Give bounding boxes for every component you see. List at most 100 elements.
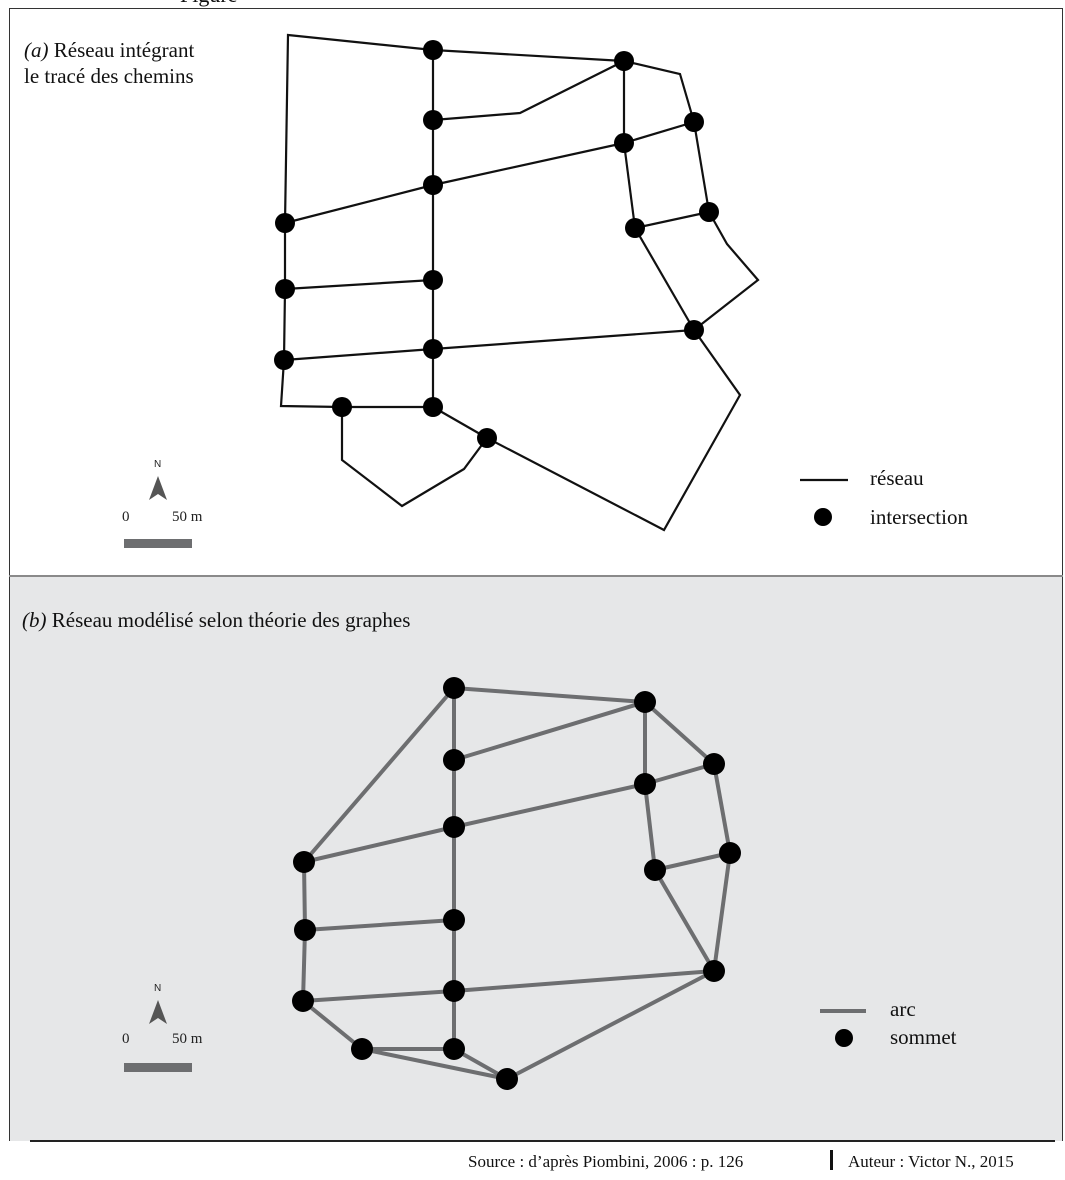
graph-vertex bbox=[293, 851, 315, 873]
graph-arc bbox=[653, 851, 732, 872]
graph-arc bbox=[302, 686, 456, 864]
legend-label-sommet: sommet bbox=[890, 1025, 957, 1049]
legend-dot-swatch-b bbox=[835, 1029, 853, 1047]
panel-a-title-line2: le tracé des chemins bbox=[24, 64, 194, 88]
north-label: N bbox=[154, 459, 162, 470]
scale-bar bbox=[124, 1063, 192, 1072]
graph-arc bbox=[452, 686, 647, 704]
network-path bbox=[622, 142, 637, 229]
graph-arc bbox=[643, 762, 716, 786]
intersection-node bbox=[275, 213, 295, 233]
graph-vertex bbox=[294, 919, 316, 941]
figure-title-fragment: Figure bbox=[0, 0, 1065, 8]
graph-arc bbox=[360, 1047, 509, 1081]
legend-dot-swatch-a bbox=[814, 508, 832, 526]
graph-arc bbox=[301, 999, 364, 1051]
intersection-node bbox=[477, 428, 497, 448]
intersection-node bbox=[423, 40, 443, 60]
graph-arc bbox=[505, 969, 716, 1081]
scale-distance-label: 50 m bbox=[172, 1031, 203, 1047]
network-path bbox=[284, 278, 434, 291]
north-arrow-icon bbox=[149, 1000, 167, 1024]
panel-a-title-line1: Réseau intégrant bbox=[53, 38, 195, 62]
network-path bbox=[623, 120, 695, 145]
intersection-node bbox=[332, 397, 352, 417]
panel-b-title-text: Réseau modélisé selon théorie des graphe… bbox=[51, 608, 411, 632]
scale-zero-label: 0 bbox=[122, 509, 130, 525]
intersection-node bbox=[274, 350, 294, 370]
panel-a bbox=[9, 8, 1063, 576]
network-path bbox=[623, 59, 696, 123]
network-path bbox=[283, 347, 434, 362]
author-credit: Auteur : Victor N., 2015 bbox=[848, 1152, 1014, 1171]
intersection-node bbox=[423, 110, 443, 130]
intersection-node bbox=[423, 397, 443, 417]
graph-arc bbox=[302, 825, 456, 864]
network-path bbox=[432, 141, 625, 187]
legend-label-intersection: intersection bbox=[870, 505, 968, 529]
network-path bbox=[634, 227, 695, 331]
panel-b bbox=[9, 577, 1063, 1141]
intersection-node bbox=[423, 270, 443, 290]
network-path bbox=[692, 121, 711, 213]
graph-arc bbox=[712, 762, 732, 855]
graph-arc bbox=[301, 989, 456, 1003]
graph-vertex bbox=[443, 677, 465, 699]
graph-vertex bbox=[634, 691, 656, 713]
panel-b-letter: (b) bbox=[22, 608, 47, 632]
graph-arc bbox=[712, 851, 732, 973]
graph-arc bbox=[452, 700, 647, 762]
panel-b-title: (b) Réseau modélisé selon théorie des gr… bbox=[22, 607, 410, 633]
network-path bbox=[432, 48, 625, 63]
graph-vertex bbox=[703, 960, 725, 982]
graph-vertex bbox=[703, 753, 725, 775]
graph-vertex bbox=[443, 909, 465, 931]
graph-arc bbox=[303, 918, 456, 932]
scale-zero-label: 0 bbox=[122, 1031, 130, 1047]
network-path bbox=[486, 329, 742, 532]
scale-bar bbox=[124, 539, 192, 548]
graph-vertex bbox=[443, 1038, 465, 1060]
network-path bbox=[340, 407, 488, 508]
network-path bbox=[634, 210, 710, 230]
panel-a-edges bbox=[279, 33, 760, 532]
panel-b-arcs bbox=[301, 686, 732, 1081]
network-path bbox=[284, 183, 434, 225]
intersection-node bbox=[423, 339, 443, 359]
graph-arc bbox=[643, 782, 657, 872]
network-path bbox=[283, 33, 434, 224]
graph-vertex bbox=[719, 842, 741, 864]
graph-arc bbox=[302, 860, 307, 932]
network-path bbox=[693, 211, 760, 331]
network-path bbox=[432, 60, 625, 122]
intersection-node bbox=[684, 112, 704, 132]
panel-a-nodes bbox=[274, 40, 719, 448]
graph-arc bbox=[452, 782, 647, 829]
panel-b-vertices bbox=[292, 677, 741, 1090]
graph-vertex bbox=[292, 990, 314, 1012]
intersection-node bbox=[684, 320, 704, 340]
graph-vertex bbox=[644, 859, 666, 881]
intersection-node bbox=[423, 175, 443, 195]
panel-a-title: (a) Réseau intégrant le tracé des chemin… bbox=[24, 37, 194, 89]
graph-arc bbox=[653, 868, 716, 973]
intersection-node bbox=[699, 202, 719, 222]
graph-arc bbox=[452, 969, 716, 993]
legend-label-reseau: réseau bbox=[870, 466, 924, 490]
graph-vertex bbox=[443, 749, 465, 771]
north-arrow-icon bbox=[149, 476, 167, 500]
intersection-node bbox=[614, 51, 634, 71]
network-path bbox=[432, 328, 695, 351]
graph-vertex bbox=[351, 1038, 373, 1060]
graph-vertex bbox=[443, 980, 465, 1002]
network-path bbox=[432, 406, 488, 439]
footer-separator bbox=[830, 1150, 833, 1170]
panel-a-letter: (a) bbox=[24, 38, 49, 62]
panel-divider bbox=[9, 575, 1063, 577]
intersection-node bbox=[625, 218, 645, 238]
panel-a-network-map bbox=[124, 33, 848, 548]
graph-arc bbox=[643, 700, 716, 766]
graph-arc bbox=[301, 928, 307, 1003]
